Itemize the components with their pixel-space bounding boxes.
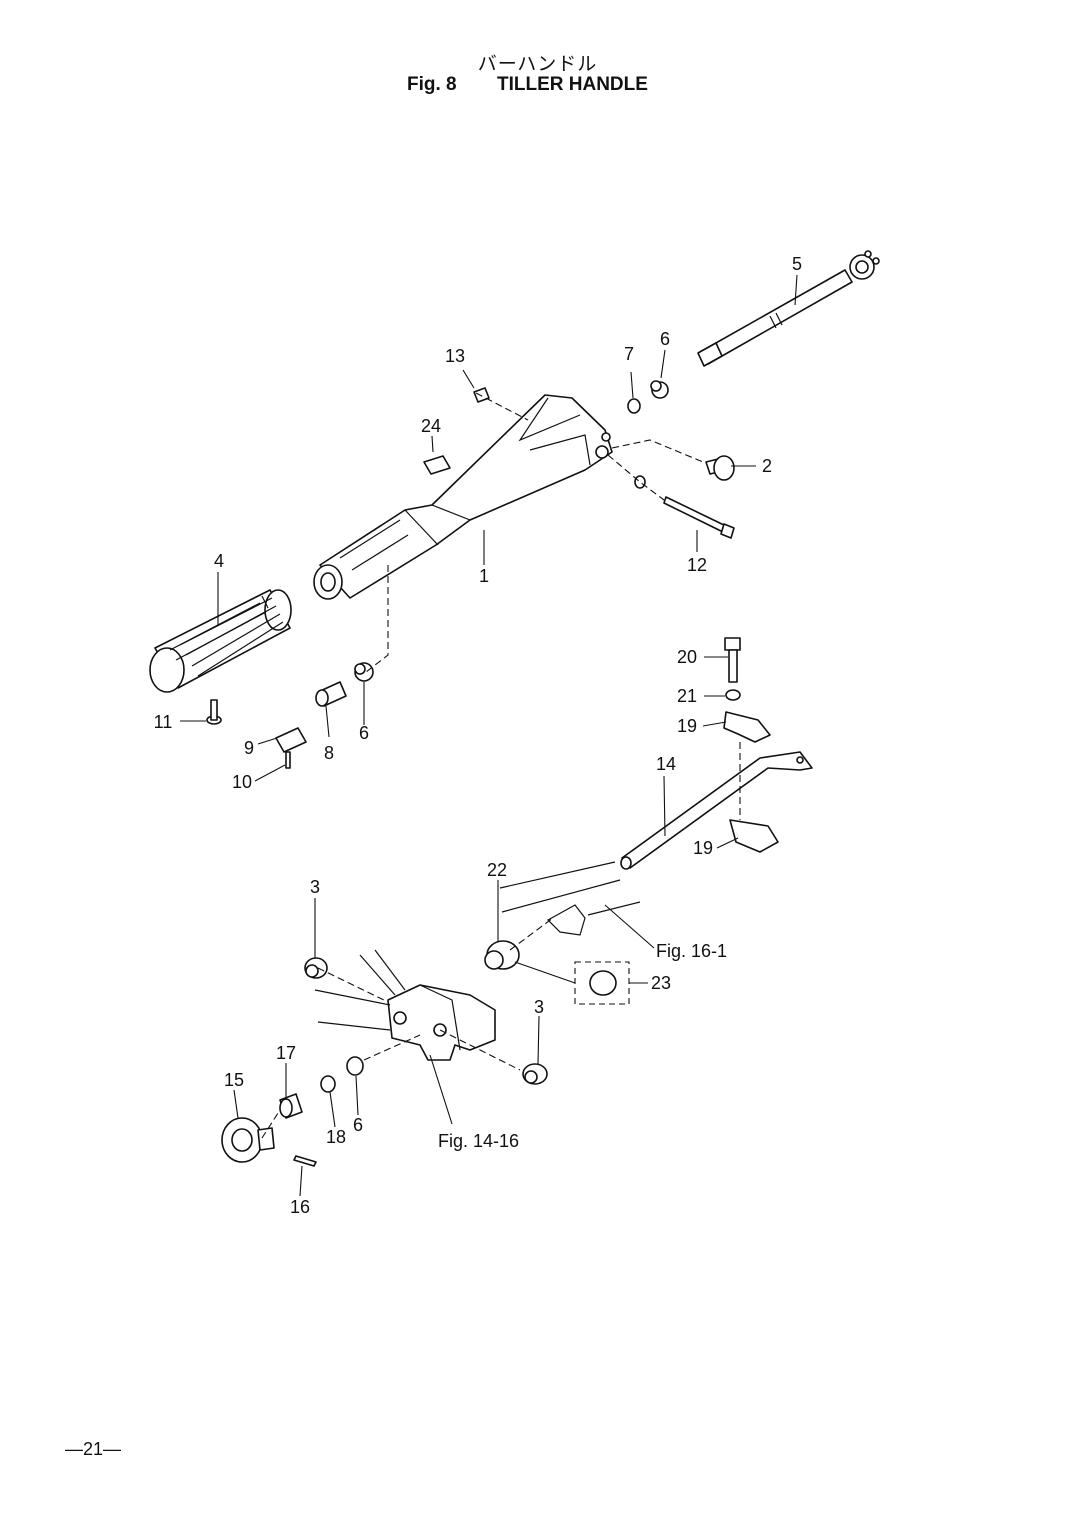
callout-23: 23 bbox=[651, 973, 671, 993]
ref-fig-14-16: Fig. 14-16 bbox=[438, 1131, 519, 1151]
callout-21: 21 bbox=[677, 686, 697, 706]
part-20-bolt bbox=[724, 637, 741, 683]
callout-24: 24 bbox=[421, 416, 441, 436]
part-4-throttle-grip bbox=[149, 589, 292, 693]
callout-8: 8 bbox=[324, 743, 334, 763]
part-6-bushing-mid bbox=[354, 662, 374, 682]
callout-labels: 5 13 7 6 2 12 24 1 4 11 9 10 8 6 20 21 1… bbox=[154, 254, 802, 1217]
part-23-boxed-cap bbox=[574, 961, 630, 1005]
callout-19-top: 19 bbox=[677, 716, 697, 736]
part-3-bushing-lower bbox=[522, 1063, 548, 1085]
reference-outline-fig16 bbox=[499, 861, 641, 936]
callout-20: 20 bbox=[677, 647, 697, 667]
callout-14: 14 bbox=[656, 754, 676, 774]
callout-2: 2 bbox=[762, 456, 772, 476]
part-24-plate bbox=[423, 455, 451, 475]
part-1-tiller-handle bbox=[313, 394, 613, 600]
figure-number: Fig. 8 bbox=[407, 74, 457, 95]
callout-6-mid: 6 bbox=[359, 723, 369, 743]
part-9-block bbox=[275, 727, 307, 753]
title-japanese: バーハンドル bbox=[477, 54, 598, 75]
part-7-washer bbox=[627, 398, 641, 414]
page-number: —21— bbox=[65, 1439, 122, 1459]
ref-fig-16-1: Fig. 16-1 bbox=[656, 941, 727, 961]
callout-3-upper: 3 bbox=[310, 877, 320, 897]
figure-title: TILLER HANDLE bbox=[497, 74, 648, 95]
callout-16: 16 bbox=[290, 1197, 310, 1217]
callout-18: 18 bbox=[326, 1127, 346, 1147]
part-6-bushing-lower bbox=[346, 1056, 364, 1076]
callout-1: 1 bbox=[479, 566, 489, 586]
part-2-friction-knob bbox=[705, 455, 735, 481]
part-17-collar bbox=[279, 1093, 303, 1119]
part-14-link-rod bbox=[620, 751, 813, 870]
callout-6-top: 6 bbox=[660, 329, 670, 349]
part-5-throttle-shaft bbox=[697, 250, 880, 367]
part-12-bolt bbox=[634, 475, 735, 539]
part-13-nut bbox=[473, 387, 490, 403]
part-3-bushing-upper bbox=[304, 957, 328, 979]
part-8-sleeve bbox=[315, 681, 347, 707]
callout-22: 22 bbox=[487, 860, 507, 880]
part-22-rubber-bushing bbox=[484, 940, 520, 970]
callout-10: 10 bbox=[232, 772, 252, 792]
steering-bracket bbox=[314, 949, 496, 1061]
callout-4: 4 bbox=[214, 551, 224, 571]
part-18-washer bbox=[320, 1075, 336, 1093]
callout-17: 17 bbox=[276, 1043, 296, 1063]
part-10-pin bbox=[285, 751, 291, 769]
part-15-friction-knob bbox=[221, 1117, 275, 1163]
callout-11: 11 bbox=[154, 712, 173, 732]
callout-19-lower: 19 bbox=[693, 838, 713, 858]
leader-lines bbox=[180, 274, 798, 1197]
part-21-washer bbox=[725, 689, 741, 701]
callout-6-lower: 6 bbox=[353, 1115, 363, 1135]
figure-heading: Fig. 8 TILLER HANDLE bbox=[0, 74, 1075, 98]
part-19-clamp-top bbox=[723, 711, 771, 743]
callout-15: 15 bbox=[224, 1070, 244, 1090]
assembly-lines bbox=[261, 392, 741, 1139]
part-16-pin bbox=[293, 1155, 317, 1167]
part-6-bushing-top bbox=[650, 380, 669, 399]
part-19-clamp-lower bbox=[729, 819, 779, 853]
callout-12: 12 bbox=[687, 555, 707, 575]
callout-13: 13 bbox=[445, 346, 465, 366]
callout-5: 5 bbox=[792, 254, 802, 274]
part-11-screw bbox=[206, 699, 222, 725]
callout-7: 7 bbox=[624, 344, 634, 364]
callout-3-lower: 3 bbox=[534, 997, 544, 1017]
callout-9: 9 bbox=[244, 738, 254, 758]
